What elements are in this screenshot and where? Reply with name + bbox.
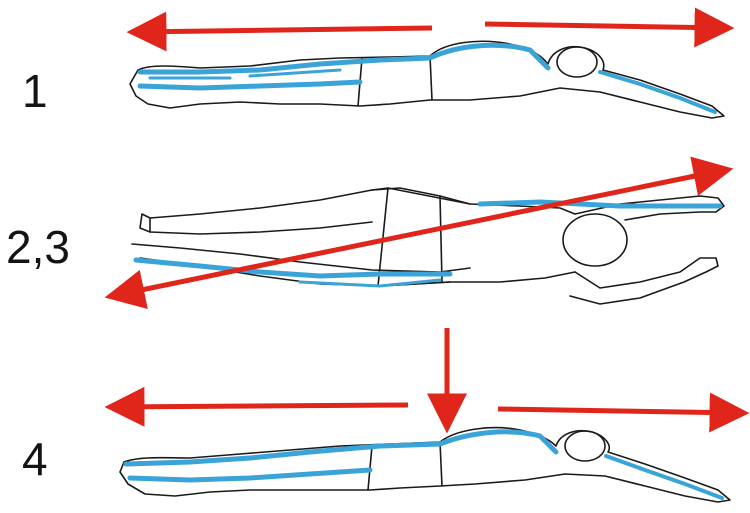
figure-4-suit	[368, 442, 442, 490]
arrow-1-right	[485, 24, 727, 28]
panel-1	[130, 24, 727, 118]
figure-1-suit	[358, 56, 432, 106]
step-label-4: 4	[22, 436, 48, 482]
figure-1-outline	[130, 41, 724, 118]
arrow-4-right	[498, 409, 742, 413]
figure-4-outline	[120, 428, 730, 502]
figure-4-stretch-highlight	[126, 432, 722, 498]
figure-4-body	[120, 428, 730, 502]
figure-1-body	[130, 41, 724, 118]
figure-23-head	[563, 214, 627, 266]
figure-1-head	[557, 47, 597, 77]
step-label-2-3: 2,3	[6, 224, 70, 270]
panel-4	[112, 328, 742, 502]
arrow-1-left	[134, 28, 432, 32]
figure-23-upper-leg	[150, 188, 470, 218]
step-label-1: 1	[22, 68, 48, 114]
arrow-23-diagonal-tip	[690, 170, 726, 177]
panel-23	[112, 170, 726, 304]
arrow-23-diagonal	[112, 170, 724, 296]
figure-4-head	[565, 431, 605, 461]
arrow-4-left	[112, 405, 408, 407]
figure-23-lower-arm	[570, 258, 718, 304]
